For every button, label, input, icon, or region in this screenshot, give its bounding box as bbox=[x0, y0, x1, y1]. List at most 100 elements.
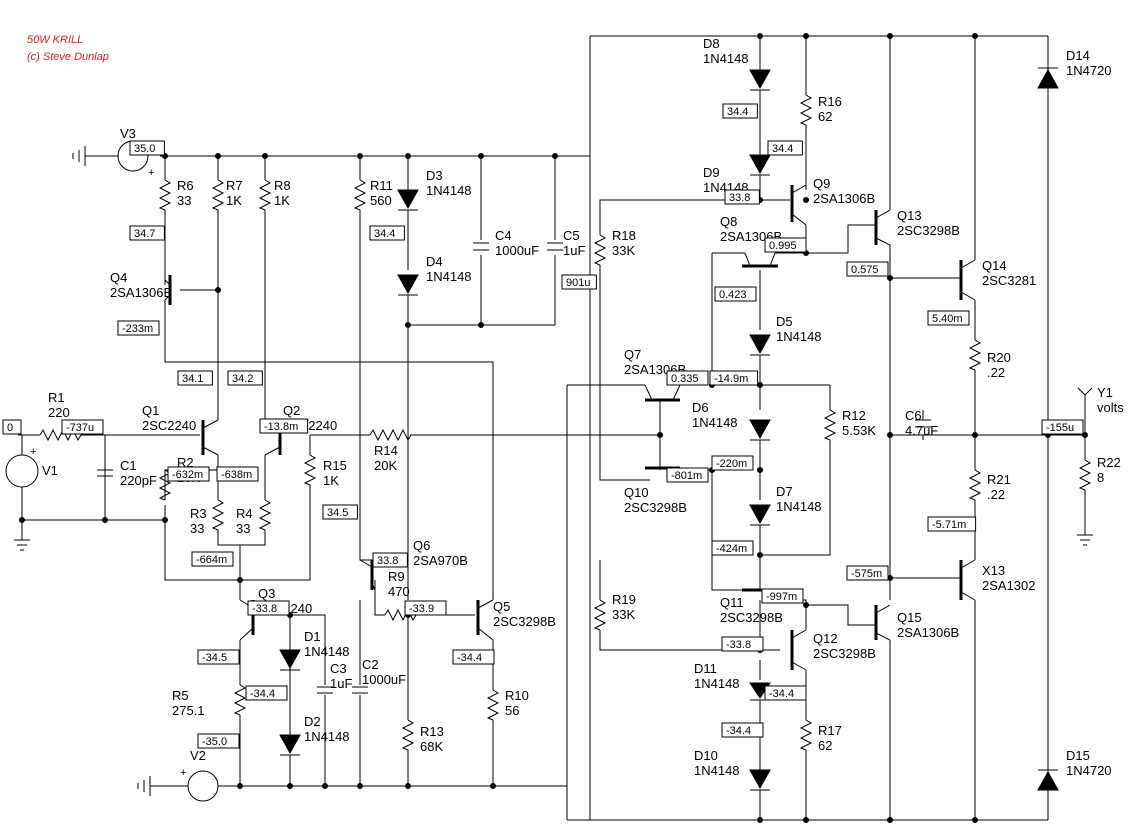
svg-text:-5.71m: -5.71m bbox=[932, 519, 966, 531]
d10-ref-label: D10 bbox=[694, 748, 718, 763]
v3-ref-label: V3 bbox=[120, 126, 136, 141]
d14-ref-label: D14 bbox=[1066, 48, 1090, 63]
q15-value-label: 2SA1306B bbox=[897, 625, 959, 640]
v-r16-voltage-readout: 34.4 bbox=[767, 140, 803, 156]
v-d8-voltage-readout: 34.4 bbox=[722, 103, 758, 119]
svg-text:-14.9m: -14.9m bbox=[714, 373, 748, 385]
symbols: + + + bbox=[5, 33, 1093, 823]
c5-ref-label: C5 bbox=[563, 228, 580, 243]
r8-ref-label: R8 bbox=[274, 178, 291, 193]
c2-value-label: 1000uF bbox=[362, 672, 406, 687]
svg-text:901u: 901u bbox=[566, 277, 590, 289]
d3-ref-label: D3 bbox=[426, 168, 443, 183]
v-q3e-voltage-readout: -34.5 bbox=[197, 649, 240, 665]
v-r7-voltage-readout: 34.1 bbox=[177, 370, 213, 386]
c2-ref-label: C2 bbox=[362, 657, 379, 672]
svg-text:+: + bbox=[148, 167, 154, 179]
svg-text:-801m: -801m bbox=[671, 470, 702, 482]
v-x13-voltage-readout: -575m bbox=[846, 565, 889, 581]
r20-value-label: .22 bbox=[987, 365, 1005, 380]
c1-value-label: 220pF bbox=[120, 473, 157, 488]
q5-ref-label: Q5 bbox=[493, 599, 510, 614]
r22-ref-label: R22 bbox=[1097, 455, 1121, 470]
d5-value-label: 1N4148 bbox=[776, 329, 822, 344]
r16-ref-label: R16 bbox=[818, 94, 842, 109]
c4-value-label: 1000uF bbox=[495, 243, 539, 258]
r4-value-label: 33 bbox=[236, 521, 250, 536]
d14-value-label: 1N4720 bbox=[1066, 63, 1112, 78]
d2-value-label: 1N4148 bbox=[304, 729, 350, 744]
d5-ref-label: D5 bbox=[776, 314, 793, 329]
r7-ref-label: R7 bbox=[226, 178, 243, 193]
r4-ref-label: R4 bbox=[236, 506, 253, 521]
q6-ref-label: Q6 bbox=[413, 538, 430, 553]
v-q14e-voltage-readout: 5.40m bbox=[927, 310, 970, 326]
d15-ref-label: D15 bbox=[1066, 748, 1090, 763]
r10-value-label: 56 bbox=[505, 703, 519, 718]
v-q5e-voltage-readout: -34.4 bbox=[452, 649, 495, 665]
q7-ref-label: Q7 bbox=[624, 347, 641, 362]
v-out-voltage-readout: -155u bbox=[1041, 419, 1084, 435]
v-q2b-voltage-readout: -13.8m bbox=[259, 418, 309, 434]
c1-ref-label: C1 bbox=[120, 458, 137, 473]
r15-value-label: 1K bbox=[323, 473, 339, 488]
credit-title: 50W KRILL bbox=[27, 34, 83, 46]
q13-value-label: 2SC3298B bbox=[897, 223, 960, 238]
c3-value-label: 1uF bbox=[330, 676, 352, 691]
r20-ref-label: R20 bbox=[987, 350, 1011, 365]
svg-text:-737u: -737u bbox=[66, 422, 94, 434]
q10-value-label: 2SC3298B bbox=[624, 500, 687, 515]
v-d6-voltage-readout: -14.9m bbox=[709, 370, 759, 386]
r5-ref-label: R5 bbox=[172, 688, 189, 703]
q9-value-label: 2SA1306B bbox=[813, 191, 875, 206]
svg-text:0.995: 0.995 bbox=[769, 240, 797, 252]
q12-value-label: 2SC3298B bbox=[813, 646, 876, 661]
q15-ref-label: Q15 bbox=[897, 610, 922, 625]
r14-ref-label: R14 bbox=[374, 443, 398, 458]
r17-ref-label: R17 bbox=[818, 723, 842, 738]
d7-ref-label: D7 bbox=[776, 484, 793, 499]
svg-text:-233m: -233m bbox=[122, 323, 153, 335]
v-q1e-voltage-readout: -632m bbox=[167, 466, 210, 482]
svg-text:-33.8: -33.8 bbox=[252, 603, 277, 615]
v-q12-voltage-readout: -33.8 bbox=[721, 636, 764, 652]
q4-ref-label: Q4 bbox=[110, 270, 127, 285]
r3-value-label: 33 bbox=[190, 521, 204, 536]
svg-text:34.4: 34.4 bbox=[374, 228, 395, 240]
q8-ref-label: Q8 bbox=[720, 214, 737, 229]
c4-ref-label: C4 bbox=[495, 228, 512, 243]
y1-ref-label: Y1 bbox=[1097, 385, 1113, 400]
r19-value-label: 33K bbox=[612, 607, 635, 622]
svg-text:-664m: -664m bbox=[196, 554, 227, 566]
r6-value-label: 33 bbox=[177, 193, 191, 208]
svg-text:0.423: 0.423 bbox=[719, 289, 747, 301]
svg-text:34.5: 34.5 bbox=[327, 507, 348, 519]
r17-value-label: 62 bbox=[818, 738, 832, 753]
svg-text:-34.4: -34.4 bbox=[250, 688, 275, 700]
q3-ref-label: Q3 bbox=[258, 586, 275, 601]
v-d9-voltage-readout: 33.8 bbox=[724, 189, 760, 205]
svg-text:33.8: 33.8 bbox=[377, 555, 398, 567]
v-d7a-voltage-readout: -220m bbox=[711, 455, 754, 471]
v-r3-voltage-readout: -664m bbox=[191, 551, 234, 567]
svg-text:-34.4: -34.4 bbox=[726, 725, 751, 737]
r6-ref-label: R6 bbox=[177, 178, 194, 193]
d4-ref-label: D4 bbox=[426, 254, 443, 269]
q13-ref-label: Q13 bbox=[897, 208, 922, 223]
q1-ref-label: Q1 bbox=[142, 403, 159, 418]
q4-value-label: 2SA1306B bbox=[110, 285, 172, 300]
v-q7b-voltage-readout: 0.335 bbox=[666, 370, 709, 386]
svg-text:+: + bbox=[180, 767, 186, 779]
r3-ref-label: R3 bbox=[190, 506, 207, 521]
r2-ref-label: R2 bbox=[177, 455, 194, 470]
v-q2e-voltage-readout: -638m bbox=[216, 466, 259, 482]
credit-author: (c) Steve Dunlap bbox=[27, 51, 109, 63]
svg-text:-575m: -575m bbox=[851, 568, 882, 580]
d6-value-label: 1N4148 bbox=[692, 415, 738, 430]
c5-value-label: 1uF bbox=[563, 243, 585, 258]
svg-text:-155u: -155u bbox=[1046, 422, 1074, 434]
r16-value-label: 62 bbox=[818, 109, 832, 124]
d9-ref-label: D9 bbox=[703, 165, 720, 180]
